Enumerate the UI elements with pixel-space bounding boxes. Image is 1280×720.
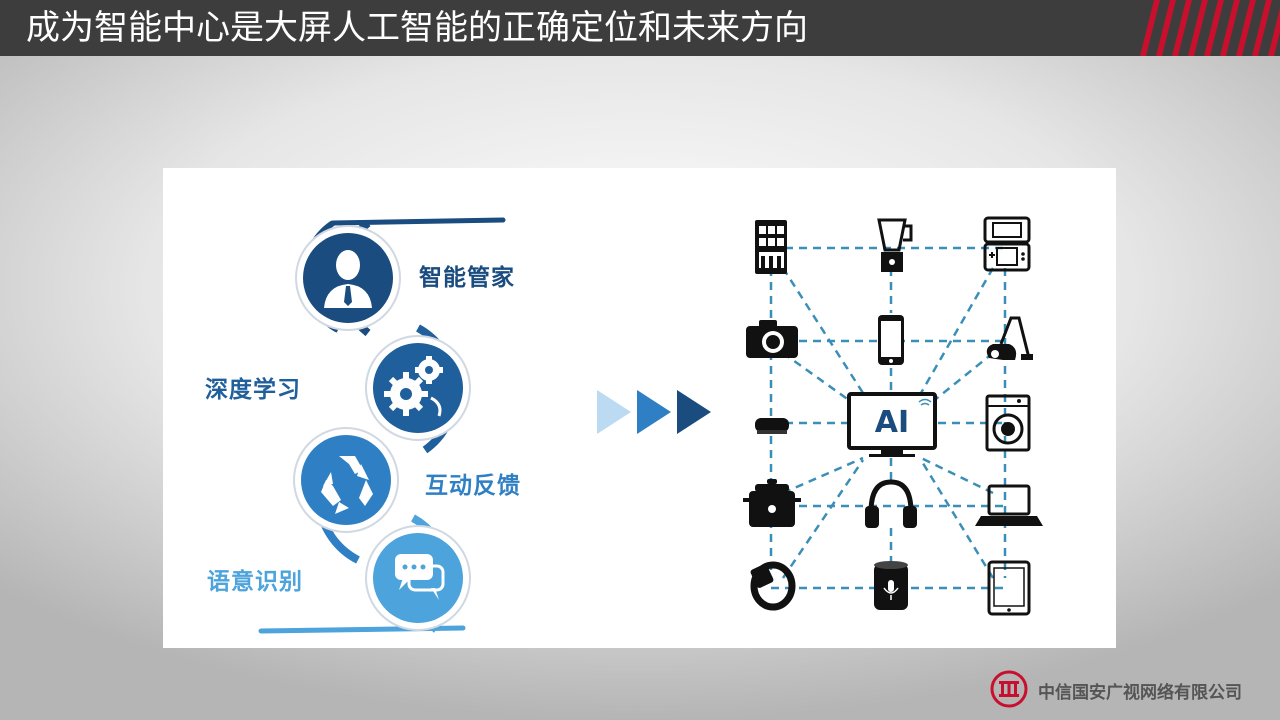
feature-label-butler: 智能管家 bbox=[419, 265, 515, 291]
fridge-icon bbox=[755, 220, 787, 274]
content-panel: AI bbox=[163, 168, 1116, 648]
tablet-icon bbox=[987, 560, 1031, 616]
camera-icon bbox=[746, 320, 798, 358]
game-console-icon bbox=[983, 216, 1031, 272]
ai-hub-network: AI bbox=[743, 216, 1043, 616]
vacuum-cleaner-icon bbox=[986, 316, 1033, 360]
laptop-icon bbox=[975, 484, 1043, 526]
feature-chain-graphic bbox=[258, 217, 506, 634]
smartwatch-icon bbox=[750, 561, 796, 611]
ai-tv-icon: AI bbox=[847, 392, 937, 457]
blender-icon bbox=[877, 218, 913, 272]
headphones-icon bbox=[865, 479, 917, 528]
title-bar: 成为智能中心是大屏人工智能的正确定位和未来方向 bbox=[0, 0, 1280, 56]
company-name: 中信国安广视网络有限公司 bbox=[1038, 683, 1242, 703]
ai-label: AI bbox=[875, 405, 909, 440]
washing-machine-icon bbox=[985, 394, 1031, 452]
red-stripes-decoration bbox=[1140, 0, 1280, 56]
slow-cooker-icon bbox=[743, 479, 801, 527]
arrow-chevrons-icon bbox=[597, 390, 711, 434]
feature-label-interaction: 互动反馈 bbox=[425, 473, 521, 499]
smartphone-icon bbox=[878, 315, 904, 365]
recycle-icon bbox=[301, 435, 391, 525]
feature-label-semantic: 语意识别 bbox=[207, 569, 303, 595]
smart-speaker-icon bbox=[874, 561, 908, 610]
feature-label-deep-learning: 深度学习 bbox=[205, 377, 301, 403]
slide-title: 成为智能中心是大屏人工智能的正确定位和未来方向 bbox=[26, 8, 808, 48]
citic-logo-icon bbox=[990, 670, 1028, 708]
router-icon bbox=[755, 418, 789, 434]
